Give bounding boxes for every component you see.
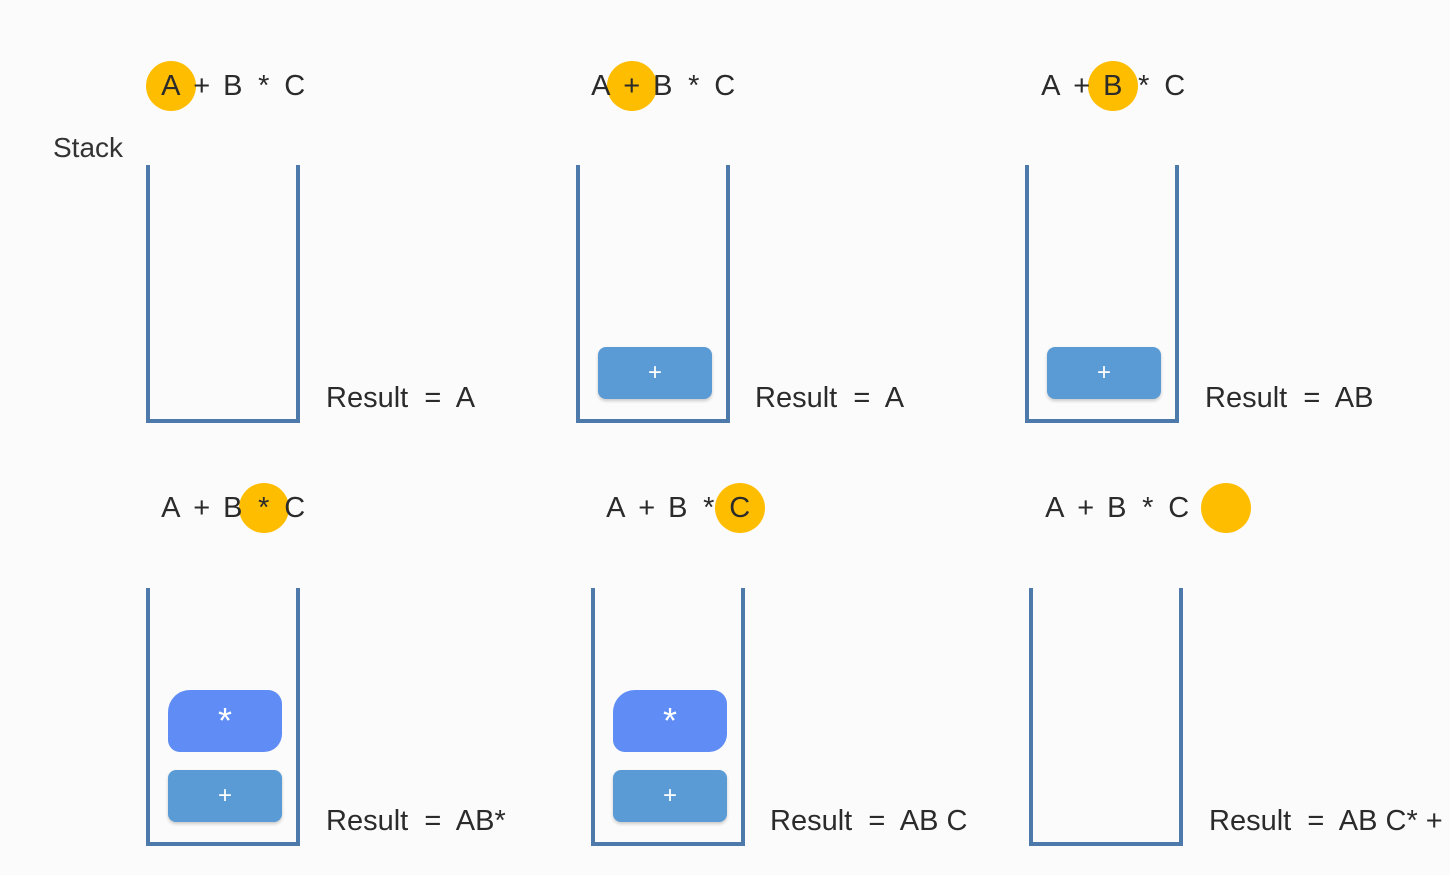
stack-container: +* — [591, 588, 745, 846]
expression-token: + — [638, 492, 656, 524]
result-value: AB — [1334, 382, 1374, 414]
current-token-highlight — [146, 61, 196, 111]
result-text: Result = AB C* + — [1209, 805, 1443, 838]
result-text: Result = AB — [1205, 382, 1373, 415]
result-value: A — [884, 382, 905, 414]
expression-token: C — [1164, 70, 1186, 102]
equals-sign: = — [424, 805, 442, 837]
result-label: Result — [326, 805, 409, 837]
expression-token: + — [1077, 492, 1095, 524]
expression-token: B — [223, 492, 243, 524]
expression-token: C — [284, 70, 306, 102]
expression-5: A + B * C — [603, 483, 823, 533]
expression-token: B — [1103, 70, 1123, 102]
expression-token: A — [1045, 492, 1065, 524]
equals-sign: = — [868, 805, 886, 837]
expression-token: C — [714, 70, 736, 102]
result-text: Result = A — [755, 382, 904, 415]
result-value: AB C — [899, 805, 968, 837]
result-label: Result — [755, 382, 838, 414]
expression-token: + — [1073, 70, 1091, 102]
current-token-highlight — [239, 483, 289, 533]
stack-item-plus: + — [598, 347, 712, 399]
expression-token: A — [161, 70, 181, 102]
equals-sign: = — [424, 382, 442, 414]
expression-token: A — [161, 492, 181, 524]
stack-container — [1029, 588, 1183, 846]
stack-item-plus: + — [1047, 347, 1161, 399]
expression-token: + — [193, 70, 211, 102]
stack-label: Stack — [53, 132, 124, 163]
expression-token: * — [258, 492, 270, 524]
expression-token: A — [606, 492, 626, 524]
result-value: AB* — [455, 805, 506, 837]
expression-token: * — [703, 492, 715, 524]
expression-token: C — [284, 492, 306, 524]
stack-item-multiply: * — [613, 690, 727, 752]
stack-container: +* — [146, 588, 300, 846]
expression-4: A + B * C — [158, 483, 378, 533]
result-label: Result — [326, 382, 409, 414]
stack-item-plus: + — [168, 770, 282, 822]
equals-sign: = — [1307, 805, 1325, 837]
result-label: Result — [1209, 805, 1292, 837]
expression-token: A — [591, 70, 611, 102]
expression-3: A + B * C — [1038, 61, 1258, 111]
equals-sign: = — [1303, 382, 1321, 414]
stack-item-multiply: * — [168, 690, 282, 752]
expression-token: B — [223, 70, 243, 102]
stack-item-plus: + — [613, 770, 727, 822]
expression-token: + — [623, 70, 641, 102]
expression-token: C — [729, 492, 751, 524]
expression-1: A + B * C — [146, 61, 378, 111]
expression-6: A + B * C — [1042, 483, 1262, 533]
current-token-highlight — [1088, 61, 1138, 111]
stack-container: + — [576, 165, 730, 423]
expression-token: B — [1107, 492, 1127, 524]
expression-token: A — [1041, 70, 1061, 102]
current-token-highlight — [715, 483, 765, 533]
equals-sign: = — [853, 382, 871, 414]
result-label: Result — [1205, 382, 1288, 414]
expression-token: C — [1168, 492, 1190, 524]
expression-token: B — [653, 70, 673, 102]
stack-container — [146, 165, 300, 423]
expression-token: B — [668, 492, 688, 524]
current-token-highlight — [607, 61, 657, 111]
result-label: Result — [770, 805, 853, 837]
result-text: Result = AB* — [326, 805, 506, 838]
expression-token: * — [688, 70, 700, 102]
expression-token: * — [258, 70, 270, 102]
stack-container: + — [1025, 165, 1179, 423]
expression-2: A + B * C — [588, 61, 808, 111]
result-value: A — [455, 382, 476, 414]
expression-token: + — [193, 492, 211, 524]
result-value: AB C* + — [1338, 805, 1443, 837]
result-text: Result = A — [326, 382, 475, 415]
expression-token: * — [1142, 492, 1154, 524]
current-token-highlight — [1201, 483, 1251, 533]
expression-token: * — [1138, 70, 1150, 102]
result-text: Result = AB C — [770, 805, 967, 838]
